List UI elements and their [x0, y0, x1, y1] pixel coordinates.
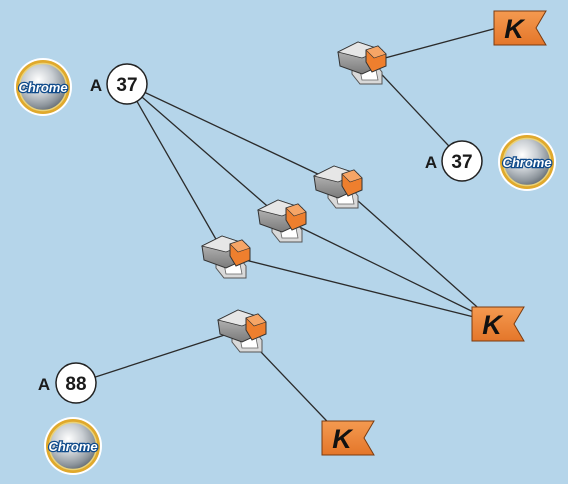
k-flag-icon[interactable]: K — [321, 420, 375, 456]
node-a37-right[interactable]: A 37 — [425, 140, 483, 182]
line-device-4-to-flag — [224, 254, 495, 323]
connector-device-icon[interactable] — [257, 199, 307, 243]
badge-label: Chrome — [48, 439, 97, 454]
flag-label: K — [504, 14, 526, 44]
connector-device-icon[interactable] — [337, 41, 387, 85]
node-circle — [106, 63, 148, 105]
k-flag-icon[interactable]: K — [471, 306, 525, 342]
connection-lines — [79, 23, 513, 439]
node-circle — [55, 362, 97, 404]
line-device-1-to-a37 — [369, 61, 463, 161]
line-device-2-to-flag — [338, 183, 495, 323]
chrome-badge-icon: Chrome — [497, 132, 557, 192]
connector-device-icon[interactable] — [313, 165, 363, 209]
node-circle — [441, 140, 483, 182]
chrome-badge-icon: Chrome — [43, 416, 103, 476]
line-a37-to-device-2 — [126, 83, 340, 185]
line-a37-to-device-4 — [126, 83, 226, 256]
flag-label: K — [482, 310, 504, 340]
node-number: 88 — [65, 374, 86, 395]
flag-label: K — [332, 424, 354, 454]
line-device-3-to-flag — [280, 217, 495, 323]
badge-label: Chrome — [502, 155, 551, 170]
node-a37-top-left[interactable]: A 37 — [90, 63, 148, 105]
node-number: 37 — [116, 75, 137, 96]
node-prefix: A — [425, 153, 437, 172]
node-prefix: A — [38, 375, 50, 394]
connector-device-icon[interactable] — [201, 235, 251, 279]
k-flag-icon[interactable]: K — [493, 10, 547, 46]
badge-label: Chrome — [18, 80, 67, 95]
chrome-badge-icon: Chrome — [13, 57, 73, 117]
node-prefix: A — [90, 76, 102, 95]
connector-device-icon[interactable] — [217, 309, 267, 353]
line-device-5-to-a88 — [79, 329, 241, 383]
node-a88-bottom-left[interactable]: A 88 — [38, 362, 97, 404]
line-device-1-to-flag — [369, 23, 513, 63]
line-a37-to-device-3 — [126, 83, 282, 219]
node-number: 37 — [451, 152, 472, 173]
